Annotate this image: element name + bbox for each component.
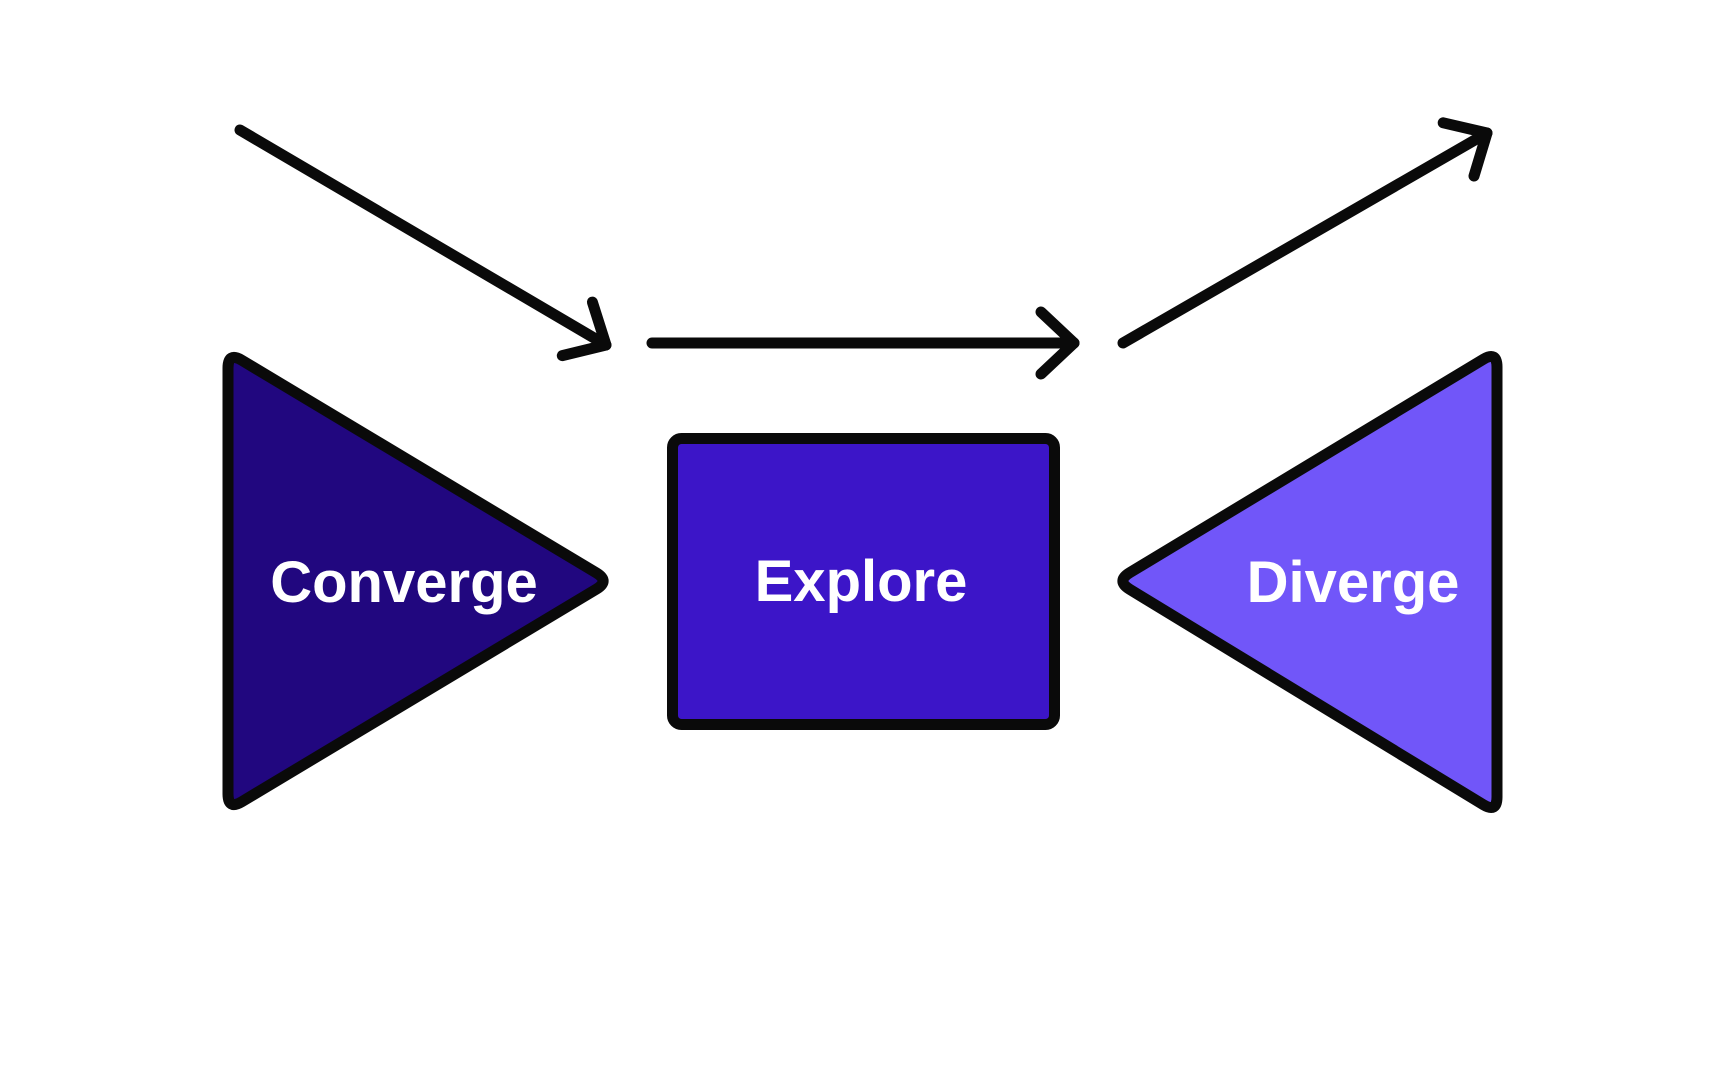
arrow-diagonal-up-shaft [1117, 127, 1493, 349]
diverge-triangle-shape [1117, 351, 1503, 813]
explore-rectangle-shape [667, 433, 1060, 730]
converge-triangle-shape [222, 351, 609, 811]
arrow-horizontal-head [1035, 306, 1080, 380]
arrow-diagonal-down-icon [234, 124, 612, 362]
arrow-diagonal-down-head [556, 296, 612, 362]
arrow-diagonal-down-shaft [234, 124, 612, 351]
arrow-diagonal-up-icon [1117, 117, 1493, 349]
converge-label: Converge [270, 550, 538, 615]
diverge-label: Diverge [1246, 550, 1460, 615]
arrow-horizontal-icon [646, 306, 1080, 380]
explore-label: Explore [754, 549, 968, 614]
arrow-diagonal-up-head [1437, 117, 1493, 182]
